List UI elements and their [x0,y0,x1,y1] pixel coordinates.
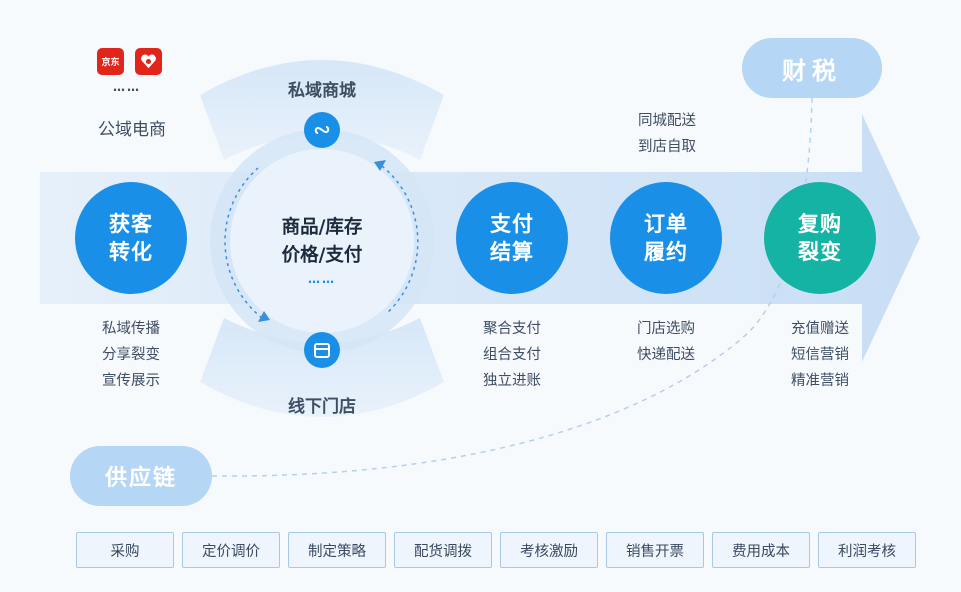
payment-circle: 支付 结算 [456,182,568,294]
jd-logo-icon: 京东 [97,48,124,75]
private-mall-label: 私域商城 [288,81,356,101]
acquire-item: 分享裂变 [102,347,160,363]
bottom-tag: 销售开票 [606,532,704,568]
payment-item: 独立进账 [483,373,541,389]
store-icon [304,332,340,368]
acquire-items: 私域传播 分享裂变 宣传展示 [71,316,191,394]
bottom-tag: 考核激励 [500,532,598,568]
order-line1: 订单 [644,212,688,236]
ring-arrowhead-right [374,160,386,171]
ring-arrowhead-left [258,311,270,322]
order-top-item: 同城配送 [638,113,696,129]
repurchase-line1: 复购 [798,212,842,236]
payment-item: 组合支付 [483,347,541,363]
ring-inner [230,149,414,333]
ring-center-line1: 商品/库存 [281,217,363,238]
ring-center-line2: 价格/支付 [281,245,363,266]
acquire-line2: 转化 [109,240,153,264]
payment-line2: 结算 [490,240,534,264]
ring-dashed-arc-left [224,167,263,319]
public-dots: …… [113,80,141,94]
order-top-items: 同城配送 到店自取 [607,108,727,160]
order-top-item: 到店自取 [638,139,696,155]
bottom-tag: 配货调拨 [394,532,492,568]
acquire-line1: 获客 [109,212,153,236]
bottom-tag: 定价调价 [182,532,280,568]
bottom-tag: 采购 [76,532,174,568]
pinduoduo-logo-icon [135,48,162,75]
supply-chain-pill: 供应链 [70,446,212,506]
acquire-item: 私域传播 [102,321,160,337]
order-line2: 履约 [644,240,688,264]
repurchase-item: 短信营销 [791,347,849,363]
repurchase-item: 充值赠送 [791,321,849,337]
repurchase-item: 精准营销 [791,373,849,389]
payment-line1: 支付 [490,212,534,236]
repurchase-circle: 复购 裂变 [764,182,876,294]
ring-center-text: 商品/库存 价格/支付 …… [252,214,392,288]
repurchase-items: 充值赠送 短信营销 精准营销 [760,316,880,394]
top-petal [200,60,444,160]
bottom-tag: 利润考核 [818,532,916,568]
ring-center-dots: …… [308,272,336,286]
payment-items: 聚合支付 组合支付 独立进账 [452,316,572,394]
ring-dashed-arc-right [381,165,419,315]
order-item: 门店选购 [637,321,695,337]
bottom-tag: 制定策略 [288,532,386,568]
public-ecommerce-label: 公域电商 [98,120,166,140]
order-item: 快递配送 [637,347,695,363]
acquire-item: 宣传展示 [102,373,160,389]
acquire-circle: 获客 转化 [75,182,187,294]
order-items: 门店选购 快递配送 [606,316,726,368]
offline-store-label: 线下门店 [288,397,356,417]
order-circle: 订单 履约 [610,182,722,294]
bottom-tag: 费用成本 [712,532,810,568]
tax-pill: 财税 [742,38,882,98]
repurchase-line2: 裂变 [798,240,842,264]
mini-program-icon [304,112,340,148]
payment-item: 聚合支付 [483,321,541,337]
